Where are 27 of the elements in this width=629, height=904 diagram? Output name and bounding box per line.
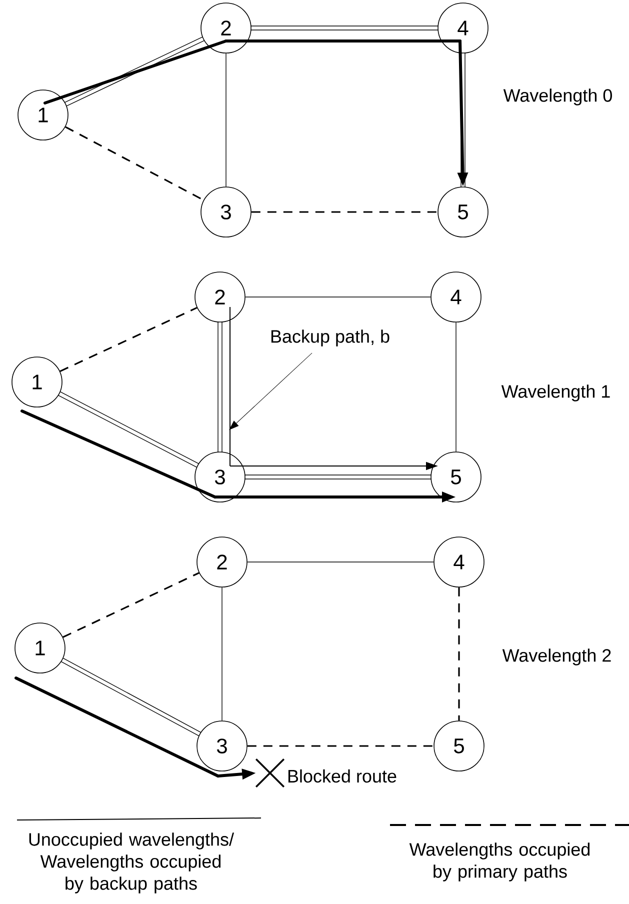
dashed-link bbox=[251, 211, 438, 213]
wavelength-label: Wavelength 0 bbox=[503, 88, 612, 106]
dashed-link bbox=[458, 587, 460, 721]
legend-text: Wavelengths occupied by primary paths bbox=[409, 842, 590, 882]
primary-path bbox=[20, 410, 216, 498]
dashed-link bbox=[65, 126, 204, 201]
double-link bbox=[460, 52, 466, 188]
double-link bbox=[218, 322, 222, 452]
link bbox=[245, 296, 431, 298]
wavelength-label: Wavelength 1 bbox=[501, 384, 610, 402]
blocked-cross bbox=[255, 758, 285, 788]
blocked-label: Blocked route bbox=[288, 769, 396, 783]
primary-path bbox=[224, 40, 462, 42]
double-link bbox=[244, 474, 432, 480]
double-link bbox=[250, 26, 438, 30]
leader-text: Backup path, b bbox=[271, 330, 390, 346]
dashed-link bbox=[60, 306, 198, 372]
leader-line bbox=[229, 352, 312, 430]
double-link bbox=[60, 658, 202, 736]
double-link bbox=[58, 391, 200, 468]
double-link bbox=[64, 36, 205, 106]
legend-text: Unoccupied wavelengths/ Wavelengths occupied by backup paths bbox=[29, 832, 234, 894]
dashed-link bbox=[62, 572, 200, 638]
dashed-link bbox=[247, 745, 434, 747]
primary-path bbox=[14, 676, 220, 778]
wavelength-label: Wavelength 2 bbox=[502, 648, 611, 666]
primary-path bbox=[44, 40, 228, 104]
